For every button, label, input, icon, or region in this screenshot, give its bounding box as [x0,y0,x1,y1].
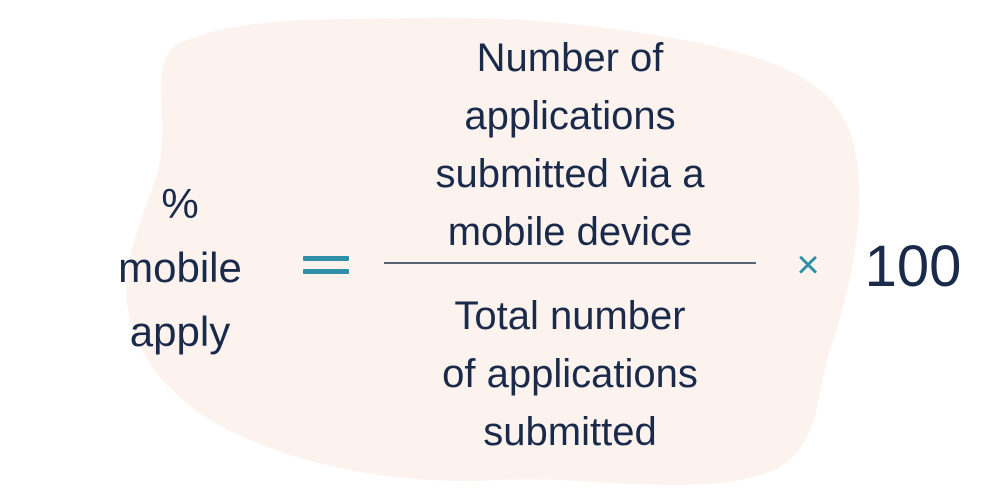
lhs-line-1: % [161,180,199,227]
lhs-line-3: apply [129,308,231,355]
numerator-line-1: Number of [476,36,664,80]
times-sign: × [796,243,820,287]
denominator-line-1: Total number [454,294,686,338]
fraction-bar [384,262,756,264]
equals-sign [303,252,349,278]
multiplier-value: 100 [864,234,962,299]
lhs-line-2: mobile [118,244,242,291]
denominator-line-3: submitted [483,410,657,454]
denominator-line-2: of applications [442,352,698,396]
numerator-line-2: applications [464,94,676,138]
numerator-line-4: mobile device [447,210,693,254]
numerator-line-3: submitted via a [435,152,705,196]
